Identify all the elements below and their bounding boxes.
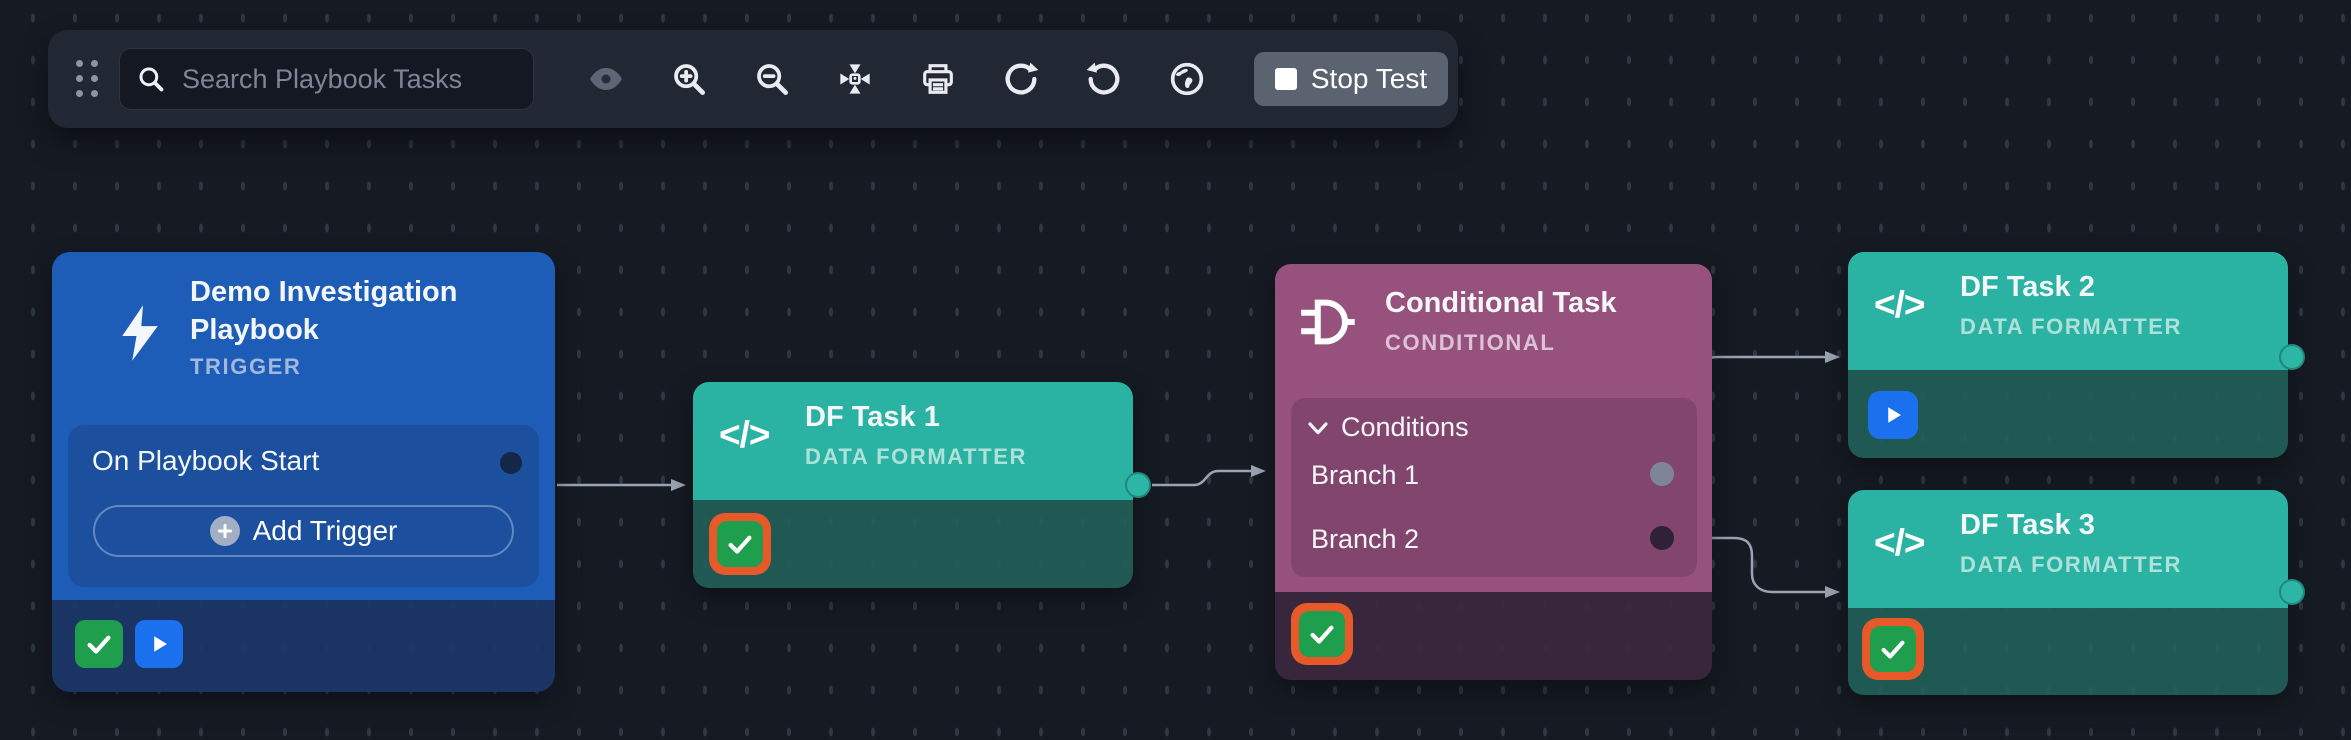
- status-success-badge: [1870, 626, 1916, 672]
- node-df-task-2[interactable]: </> DF Task 2 DATA FORMATTER: [1848, 252, 2288, 458]
- search-icon: [139, 67, 164, 92]
- df3-output-port[interactable]: [2279, 579, 2305, 605]
- search-box: [119, 48, 534, 110]
- stop-icon: [1274, 68, 1297, 90]
- conditions-label: Conditions: [1341, 412, 1469, 442]
- search-input[interactable]: [180, 62, 517, 96]
- undo-icon[interactable]: [1076, 51, 1132, 107]
- df1-output-port[interactable]: [1125, 472, 1151, 498]
- code-icon: </>: [719, 414, 770, 455]
- df2-header: [1848, 252, 2288, 370]
- lightning-icon: [122, 305, 158, 361]
- trigger-row-label: On Playbook Start: [92, 445, 320, 476]
- run-playbook-badge[interactable]: [135, 620, 183, 668]
- check-icon: [1310, 625, 1334, 644]
- df2-type-label: DATA FORMATTER: [1960, 314, 2182, 339]
- print-icon[interactable]: [910, 51, 966, 107]
- node-conditional[interactable]: Conditional Task CONDITIONAL Conditions …: [1275, 264, 1712, 680]
- conditional-type-label: CONDITIONAL: [1385, 330, 1556, 355]
- edge-df1-to-conditional: [1152, 465, 1266, 487]
- trigger-title: Demo Investigation Playbook: [190, 276, 458, 346]
- fit-to-screen-icon[interactable]: [827, 51, 883, 107]
- preview-eye-icon[interactable]: [578, 51, 634, 107]
- df1-header: [693, 382, 1133, 500]
- add-trigger-button[interactable]: Add Trigger: [93, 505, 514, 557]
- branch-2-port[interactable]: [1650, 526, 1674, 550]
- add-trigger-label: Add Trigger: [252, 515, 398, 546]
- branch-2-row[interactable]: Branch 2: [1311, 524, 1420, 554]
- conditional-gate-icon: [1301, 299, 1355, 345]
- df2-output-port[interactable]: [2279, 344, 2305, 370]
- conditional-status-highlight-ring[interactable]: [1291, 603, 1353, 665]
- conditions-panel: Conditions Branch 1 Branch 2: [1291, 398, 1697, 577]
- chevron-down-icon: [1308, 421, 1328, 434]
- df1-status-highlight-ring[interactable]: [709, 513, 771, 575]
- redo-icon[interactable]: [993, 51, 1049, 107]
- trigger-node-footer: [52, 600, 555, 692]
- zoom-out-icon[interactable]: [744, 51, 800, 107]
- df2-title: DF Task 2: [1960, 271, 2095, 303]
- code-icon: </>: [1874, 284, 1925, 325]
- trigger-type-label: TRIGGER: [190, 354, 302, 379]
- status-success-badge: [1299, 611, 1345, 657]
- toolbar-drag-handle-icon[interactable]: [76, 60, 99, 98]
- df3-title: DF Task 3: [1960, 509, 2095, 541]
- status-success-badge: [717, 521, 763, 567]
- check-icon: [728, 535, 752, 554]
- df1-type-label: DATA FORMATTER: [805, 444, 1027, 469]
- df3-header: [1848, 490, 2288, 608]
- stop-test-label: Stop Test: [1310, 63, 1428, 94]
- branch-1-row[interactable]: Branch 1: [1311, 460, 1420, 490]
- check-icon: [87, 635, 111, 654]
- plus-icon: [209, 516, 240, 546]
- check-icon: [1881, 640, 1905, 659]
- toolbar-tools: [565, 51, 1229, 107]
- zoom-in-icon[interactable]: [661, 51, 717, 107]
- node-trigger[interactable]: Demo Investigation Playbook TRIGGER On P…: [52, 252, 555, 692]
- df2-footer: [1848, 370, 2288, 458]
- conditions-header[interactable]: Conditions: [1307, 412, 1469, 443]
- df1-title: DF Task 1: [805, 401, 940, 433]
- editor-toolbar: Stop Test: [48, 30, 1458, 128]
- node-df-task-3[interactable]: </> DF Task 3 DATA FORMATTER: [1848, 490, 2288, 695]
- df3-status-highlight-ring[interactable]: [1862, 618, 1924, 680]
- node-df-task-1[interactable]: </> DF Task 1 DATA FORMATTER: [693, 382, 1133, 588]
- code-icon: </>: [1874, 522, 1925, 563]
- trigger-panel: On Playbook Start Add Trigger: [68, 425, 539, 587]
- conditional-body: [1275, 264, 1712, 592]
- stop-test-button[interactable]: Stop Test: [1254, 52, 1448, 106]
- play-icon: [154, 636, 168, 652]
- play-icon: [1888, 407, 1902, 423]
- df3-type-label: DATA FORMATTER: [1960, 552, 2182, 577]
- trigger-output-port[interactable]: [500, 452, 522, 474]
- run-task-badge[interactable]: [1868, 391, 1918, 439]
- conditional-title: Conditional Task: [1385, 287, 1617, 319]
- branch-1-port[interactable]: [1650, 462, 1674, 486]
- globe-icon[interactable]: [1159, 51, 1215, 107]
- status-success-badge[interactable]: [75, 620, 123, 668]
